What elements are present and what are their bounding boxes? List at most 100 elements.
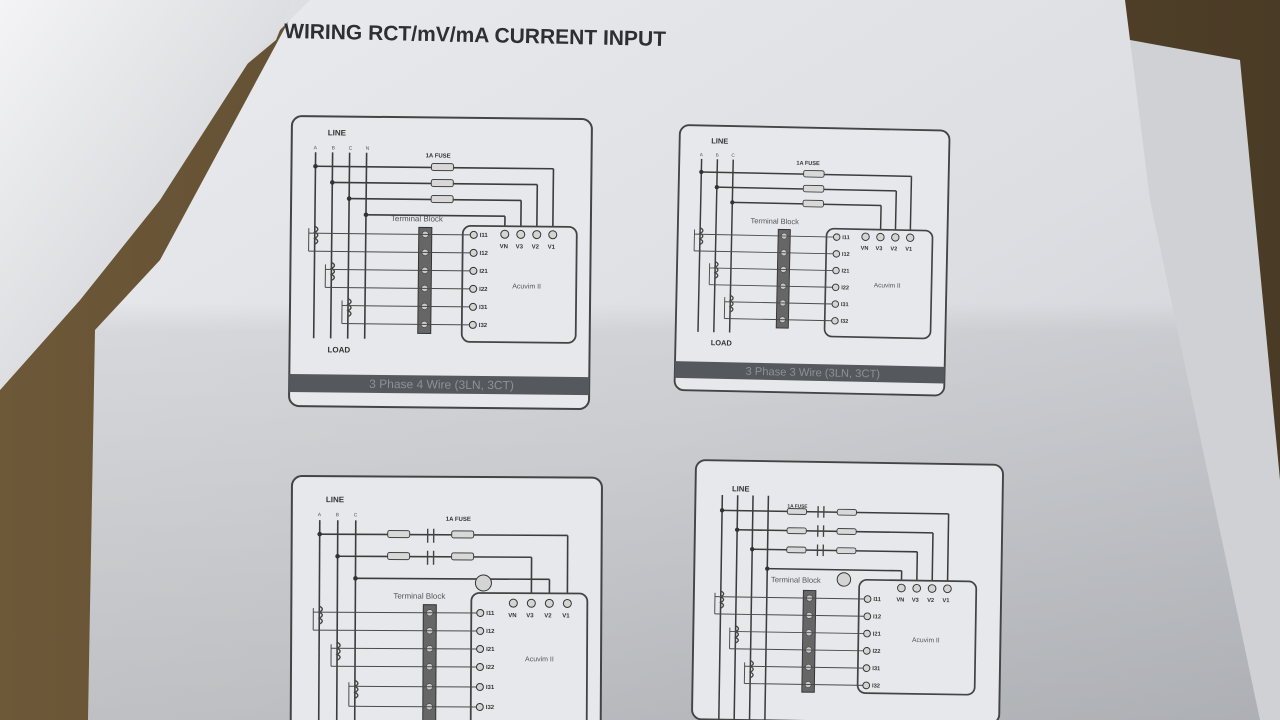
terminal-block-label: Terminal Block xyxy=(750,216,799,226)
terminal-v1: V1 xyxy=(548,245,556,251)
terminal-i32: I32 xyxy=(486,705,495,711)
terminal-i12: I12 xyxy=(873,614,881,620)
fuse-1 xyxy=(387,530,411,539)
terminal-i22: I22 xyxy=(841,285,849,291)
terminal-block xyxy=(417,226,433,334)
fuse-2 xyxy=(786,527,807,535)
terminal-i22: I22 xyxy=(479,287,488,293)
fuse-2 xyxy=(802,184,825,193)
fuse-label: 1A FUSE xyxy=(446,517,471,523)
terminal-v2: V2 xyxy=(890,246,897,252)
terminal-v2: V2 xyxy=(544,613,552,619)
wiring-diagram-3p4w-pt: LINE 1A FUSE Terminal Block xyxy=(691,459,1004,720)
phase-label-n: N xyxy=(366,146,370,152)
terminal-i11: I11 xyxy=(480,233,489,239)
ground-symbol xyxy=(474,574,492,592)
caption-bar xyxy=(674,361,945,384)
terminal-i32: I32 xyxy=(479,323,488,329)
phase-label-a: A xyxy=(700,152,704,157)
acuvim-meter xyxy=(823,227,934,340)
terminal-block-label: Terminal Block xyxy=(771,575,821,585)
terminal-i32: I32 xyxy=(840,319,848,325)
terminal-vn: VN xyxy=(500,244,508,250)
phase-label-c: C xyxy=(349,146,353,152)
fuse-1 xyxy=(430,162,454,172)
terminal-i21: I21 xyxy=(842,269,850,275)
terminal-i32: I32 xyxy=(872,683,880,689)
line-label: LINE xyxy=(328,128,347,137)
terminal-i31: I31 xyxy=(486,685,495,691)
load-label: LOAD xyxy=(328,345,351,354)
terminal-block xyxy=(422,604,437,720)
line-label: LINE xyxy=(711,136,728,145)
phase-label-c: C xyxy=(731,153,735,158)
terminal-i21: I21 xyxy=(479,269,488,275)
terminal-i22: I22 xyxy=(872,649,880,655)
fuse-3 xyxy=(451,530,475,539)
line-label: LINE xyxy=(326,495,345,504)
ground-symbol xyxy=(836,572,852,587)
terminal-v3: V3 xyxy=(912,598,919,604)
terminal-i12: I12 xyxy=(486,629,495,635)
terminal-i11: I11 xyxy=(842,235,850,241)
phase-label-c: C xyxy=(354,512,358,518)
terminal-i22: I22 xyxy=(486,665,495,671)
fuse-1 xyxy=(803,169,825,178)
fuse-2 xyxy=(430,178,454,188)
wiring-diagram-3p3w-pt: LINE A B C 1A FUSE Terminal Block Acuvim… xyxy=(289,475,603,720)
wiring-diagram-3p3w: LINE A B C 1A FUSE Terminal Block Acuvim… xyxy=(673,124,951,397)
terminal-i12: I12 xyxy=(480,251,489,257)
fuse-label: 1A FUSE xyxy=(796,161,820,167)
fuse-4 xyxy=(836,508,857,516)
terminal-v2: V2 xyxy=(532,245,540,251)
meter-label: Acuvim II xyxy=(912,637,940,644)
acuvim-meter xyxy=(460,224,578,344)
terminal-v1: V1 xyxy=(905,247,912,253)
phase-label-b: B xyxy=(332,145,336,151)
terminal-block-label: Terminal Block xyxy=(391,214,444,224)
line-label: LINE xyxy=(732,484,750,493)
terminal-i11: I11 xyxy=(873,597,882,603)
terminal-v1: V1 xyxy=(562,613,570,619)
terminal-block xyxy=(801,589,817,693)
fuse-label: 1A FUSE xyxy=(787,504,808,510)
terminal-v3: V3 xyxy=(516,244,524,250)
phase-label-b: B xyxy=(716,152,719,157)
curled-page-edge xyxy=(0,0,292,390)
wiring-diagram-3p4w: LINE A B C N 1A FUSE Terminal Block A xyxy=(288,115,593,411)
terminal-vn: VN xyxy=(896,597,904,603)
phase-label-b: B xyxy=(336,512,340,518)
terminal-i31: I31 xyxy=(841,302,849,308)
meter-label: Acuvim II xyxy=(512,283,541,290)
terminal-i21: I21 xyxy=(873,632,882,638)
terminal-block xyxy=(775,228,791,329)
terminal-i12: I12 xyxy=(842,252,850,258)
meter-label: Acuvim II xyxy=(525,656,554,663)
fuse-3 xyxy=(430,194,454,204)
terminal-i31: I31 xyxy=(479,305,488,311)
terminal-v2: V2 xyxy=(927,598,934,604)
fuse-2 xyxy=(387,552,411,561)
terminal-vn: VN xyxy=(508,613,516,619)
phase-label-a: A xyxy=(314,145,318,151)
paper-shadow xyxy=(88,0,1260,720)
terminal-v3: V3 xyxy=(526,613,534,619)
terminal-v1: V1 xyxy=(942,598,950,604)
terminal-i31: I31 xyxy=(872,666,881,672)
phase-label-a: A xyxy=(318,512,322,518)
terminal-i11: I11 xyxy=(486,611,495,617)
fuse-3 xyxy=(786,546,807,554)
meter-label: Acuvim II xyxy=(874,282,901,290)
terminal-block-label: Terminal Block xyxy=(393,592,446,601)
fuse-label: 1A FUSE xyxy=(426,153,451,159)
diagram-caption: 3 Phase 3 Wire (3LN, 3CT) xyxy=(745,366,880,381)
terminal-i21: I21 xyxy=(486,647,495,653)
terminal-vn: VN xyxy=(861,246,869,252)
terminal-v3: V3 xyxy=(875,246,882,252)
acuvim-meter xyxy=(856,578,978,696)
load-label: LOAD xyxy=(711,338,733,347)
fuse-6 xyxy=(836,547,857,555)
fuse-1 xyxy=(786,508,808,515)
fuse-4 xyxy=(451,552,475,561)
